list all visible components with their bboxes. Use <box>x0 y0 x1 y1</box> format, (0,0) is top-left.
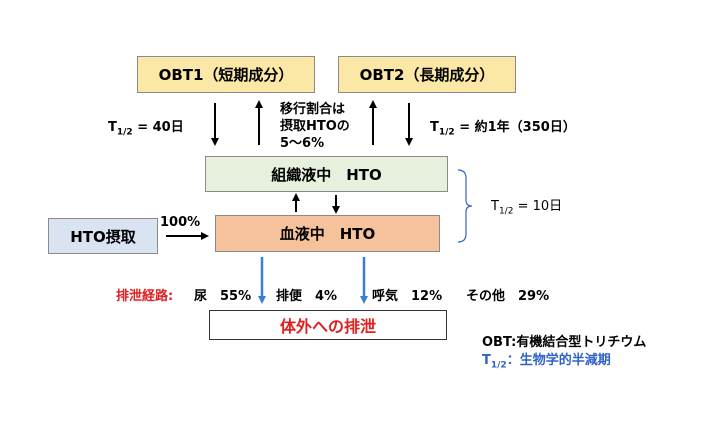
legend-obt: OBT:有機結合型トリチウム <box>482 335 647 350</box>
t-half-obt2: T1/2 = 約1年（350日） <box>430 120 576 138</box>
route-feces: 排便 4% <box>276 289 338 304</box>
route-urine: 尿 55% <box>194 289 252 304</box>
hto-intake-label: HTO摂取 <box>70 227 136 246</box>
hto-intake-box: HTO摂取 <box>48 218 158 254</box>
transfer-ratio-note: 移行割合は 摂取HTOの 5～6% <box>280 102 350 151</box>
t-half-hto: T1/2 = 10日 <box>491 199 563 217</box>
blood-hto-label: 血液中 HTO <box>279 225 376 243</box>
legend-t-half: T1/2：生物学的半減期 <box>482 353 611 371</box>
intake-percent: 100% <box>160 215 201 230</box>
excretion-routes-heading: 排泄経路: <box>116 289 174 304</box>
route-breath: 呼気 12% <box>372 289 443 304</box>
tissue-hto-label: 組織液中 HTO <box>271 165 382 184</box>
blood-hto-box: 血液中 HTO <box>215 215 440 252</box>
tissue-hto-box: 組織液中 HTO <box>205 156 448 192</box>
obt1-box: OBT1（短期成分） <box>137 56 315 93</box>
obt1-label: OBT1（短期成分） <box>158 66 294 84</box>
excretion-label: 体外への排泄 <box>279 317 376 336</box>
obt2-box: OBT2（長期成分） <box>338 56 516 93</box>
obt2-label: OBT2（長期成分） <box>359 66 495 84</box>
bracket <box>457 169 473 243</box>
route-other: その他 29% <box>466 289 550 304</box>
excretion-box: 体外への排泄 <box>209 310 447 340</box>
t-half-obt1: T1/2 = 40日 <box>108 120 184 138</box>
